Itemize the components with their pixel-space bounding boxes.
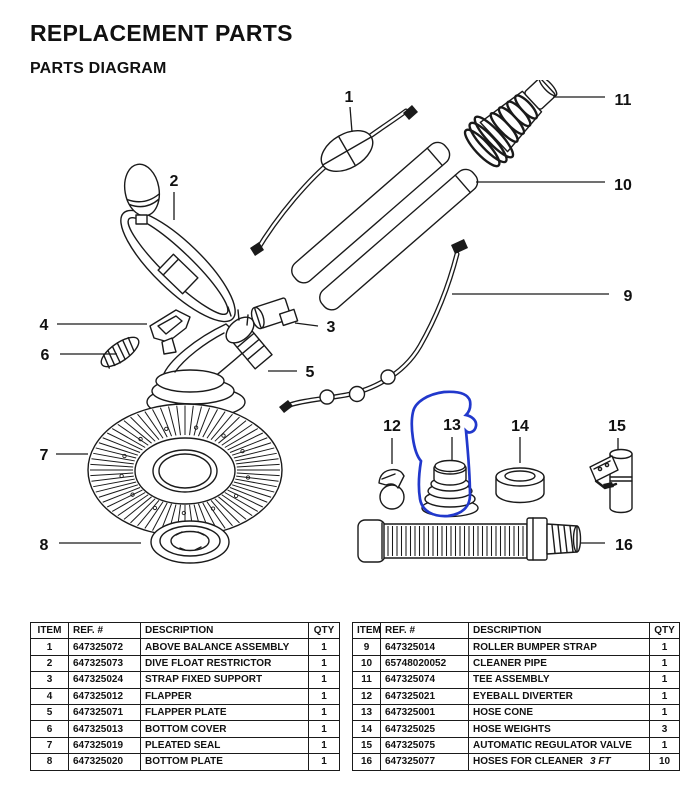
part-16-hose <box>357 517 582 563</box>
callout-4-label: 4 <box>40 317 49 334</box>
callout-6-label: 6 <box>41 347 50 364</box>
part-11-tee-assembly <box>463 80 558 168</box>
callout-16-label: 16 <box>615 537 633 554</box>
col-header-item: ITEM <box>352 621 381 640</box>
callout-3-label: 3 <box>327 319 336 336</box>
callout-5-label: 5 <box>306 364 315 381</box>
callout-9-label: 9 <box>624 288 633 305</box>
callout-13-label: 13 <box>443 417 461 434</box>
part-4-flapper <box>149 309 191 355</box>
callout-11-label: 11 <box>615 92 632 109</box>
table-header-row: ITEM REF. # DESCRIPTION QTY <box>352 621 680 640</box>
callout-3-leader <box>294 322 319 327</box>
col-header-qty: QTY <box>649 621 680 640</box>
section-title: PARTS DIAGRAM <box>30 60 167 77</box>
callout-leader-lines <box>56 96 619 544</box>
part-8-bottom-plate <box>150 520 230 564</box>
parts-diagram: 1 2 3 4 5 6 7 8 9 10 11 12 13 14 15 16 <box>40 80 633 564</box>
part-7-pleated-seal <box>87 403 283 537</box>
part-2-dive-float-restrictor <box>120 163 236 323</box>
col-header-qty: QTY <box>308 621 340 640</box>
col-header-ref: REF. # <box>68 621 141 640</box>
col-header-desc: DESCRIPTION <box>140 621 309 640</box>
annotation-circle-item-13 <box>410 390 478 518</box>
hose-corrugation <box>387 526 524 556</box>
col-header-ref: REF. # <box>380 621 469 640</box>
callout-12-label: 12 <box>383 418 401 435</box>
part-15-automatic-regulator-valve <box>589 448 633 514</box>
col-header-item: ITEM <box>30 621 69 640</box>
callout-1-label: 1 <box>345 89 354 106</box>
desc-note: 3 FT <box>590 756 611 768</box>
pleated-seal-holes <box>119 425 251 516</box>
part-12-eyeball-diverter <box>378 468 405 510</box>
callout-2-label: 2 <box>170 173 179 190</box>
pleated-seal-fins <box>90 405 280 535</box>
part-9-roller-bumper-strap <box>279 239 468 413</box>
part-14-hose-weights <box>495 467 545 504</box>
callout-1-leader <box>349 106 353 133</box>
part-6-bottom-cover <box>100 336 140 369</box>
callout-7-label: 7 <box>40 447 49 464</box>
part-13-hose-cone <box>421 459 479 518</box>
part-1-above-balance-assembly <box>250 105 418 256</box>
callout-14-label: 14 <box>511 418 529 435</box>
page-title: REPLACEMENT PARTS <box>30 20 293 46</box>
part-3-strap-fixed-support <box>250 297 299 330</box>
part-10-cleaner-pipe <box>291 141 479 311</box>
col-header-desc: DESCRIPTION <box>468 621 650 640</box>
table-header-row: ITEM REF. # DESCRIPTION QTY <box>30 621 340 640</box>
callout-8-label: 8 <box>40 537 49 554</box>
callout-labels: 1 2 3 4 5 6 7 8 9 10 11 12 13 14 15 16 <box>40 89 633 554</box>
callout-15-label: 15 <box>608 418 626 435</box>
callout-10-label: 10 <box>614 177 632 194</box>
